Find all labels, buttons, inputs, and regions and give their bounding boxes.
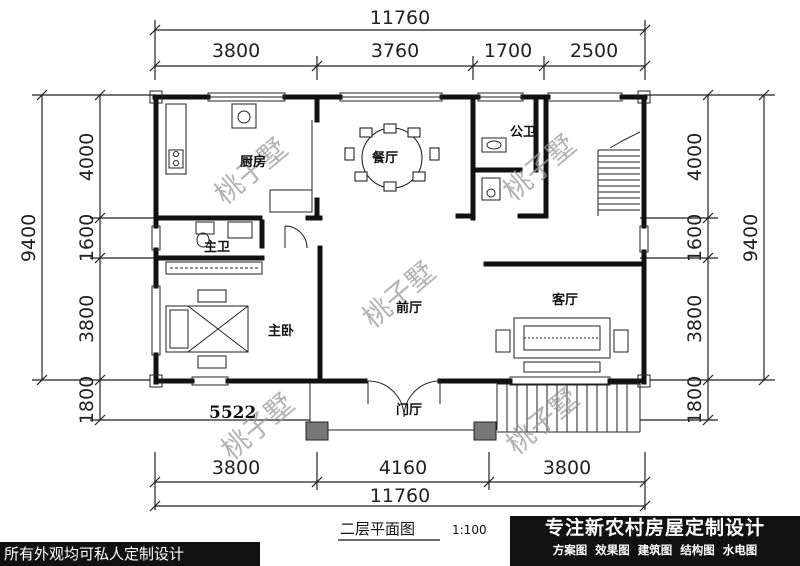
dim-top-seg: 2500	[570, 40, 618, 62]
watermark-text: 桃子墅	[208, 132, 294, 211]
slogan-banner: 所有外观均可私人定制设计	[0, 542, 260, 566]
kitchen-fixtures	[165, 103, 313, 213]
entry-columns	[305, 421, 497, 441]
dim-left-total: 9400	[18, 214, 40, 262]
dim-top-seg: 3800	[212, 40, 260, 62]
dim-top-seg: 3760	[371, 40, 419, 62]
room-label-dining: 餐厅	[371, 150, 398, 166]
room-label-entry-hall: 门厅	[396, 402, 422, 418]
dimension-labels: 11760 3800 3760 1700 2500 3800 4160 3800…	[18, 7, 762, 507]
room-label-kitchen: 厨房	[240, 154, 266, 170]
dim-right-total: 9400	[740, 214, 762, 262]
plan-number: 5522	[209, 403, 256, 423]
dim-bottom-seg: 4160	[379, 457, 427, 479]
dim-left-seg: 1600	[76, 214, 98, 262]
dim-right-seg: 1600	[684, 214, 706, 262]
dim-top-overall: 11760	[370, 7, 430, 29]
banner-services: 方案图 效果图 建筑图 结构图 水电图	[552, 543, 758, 557]
dim-right-seg: 1800	[684, 376, 706, 424]
promo-banner: 专注新农村房屋定制设计 方案图 效果图 建筑图 结构图 水电图	[510, 516, 800, 566]
dim-bottom-seg: 3800	[543, 457, 591, 479]
room-label-public-bath: 公卫	[510, 125, 536, 140]
master-bed	[165, 289, 249, 369]
windows	[149, 90, 651, 388]
watermark-text: 桃子墅	[215, 387, 301, 466]
room-labels: 厨房 餐厅 公卫 主卫 主卧 前厅 客厅 门厅	[204, 125, 578, 418]
room-label-master-bath: 主卫	[204, 239, 230, 255]
room-label-living-room: 客厅	[552, 292, 578, 308]
dim-left-seg: 1800	[76, 376, 98, 424]
wardrobe	[165, 261, 263, 275]
room-label-master-bedroom: 主卧	[268, 323, 294, 339]
dim-left-seg: 3800	[76, 295, 98, 343]
living-sofa-set	[495, 317, 629, 373]
staircase	[597, 131, 641, 216]
plan-scale: 1:100	[452, 523, 487, 537]
dim-top-seg: 1700	[484, 40, 532, 62]
banner-headline: 专注新农村房屋定制设计	[544, 517, 765, 539]
walls	[152, 94, 648, 385]
public-bath-fixtures	[481, 137, 507, 201]
dim-left-seg: 4000	[76, 133, 98, 181]
dim-bottom-overall: 11760	[370, 485, 430, 507]
master-bath-fixtures	[195, 221, 308, 249]
dining-table	[344, 123, 440, 192]
room-label-front-hall: 前厅	[396, 300, 422, 316]
entry-steps	[497, 383, 641, 433]
dim-right-seg: 4000	[684, 133, 706, 181]
dim-bottom-seg: 3800	[212, 457, 260, 479]
dim-right-seg: 3800	[684, 295, 706, 343]
watermark-text: 桃子墅	[500, 382, 586, 461]
plan-title: 二层平面图	[340, 520, 415, 538]
watermark-text: 桃子墅	[356, 255, 442, 334]
